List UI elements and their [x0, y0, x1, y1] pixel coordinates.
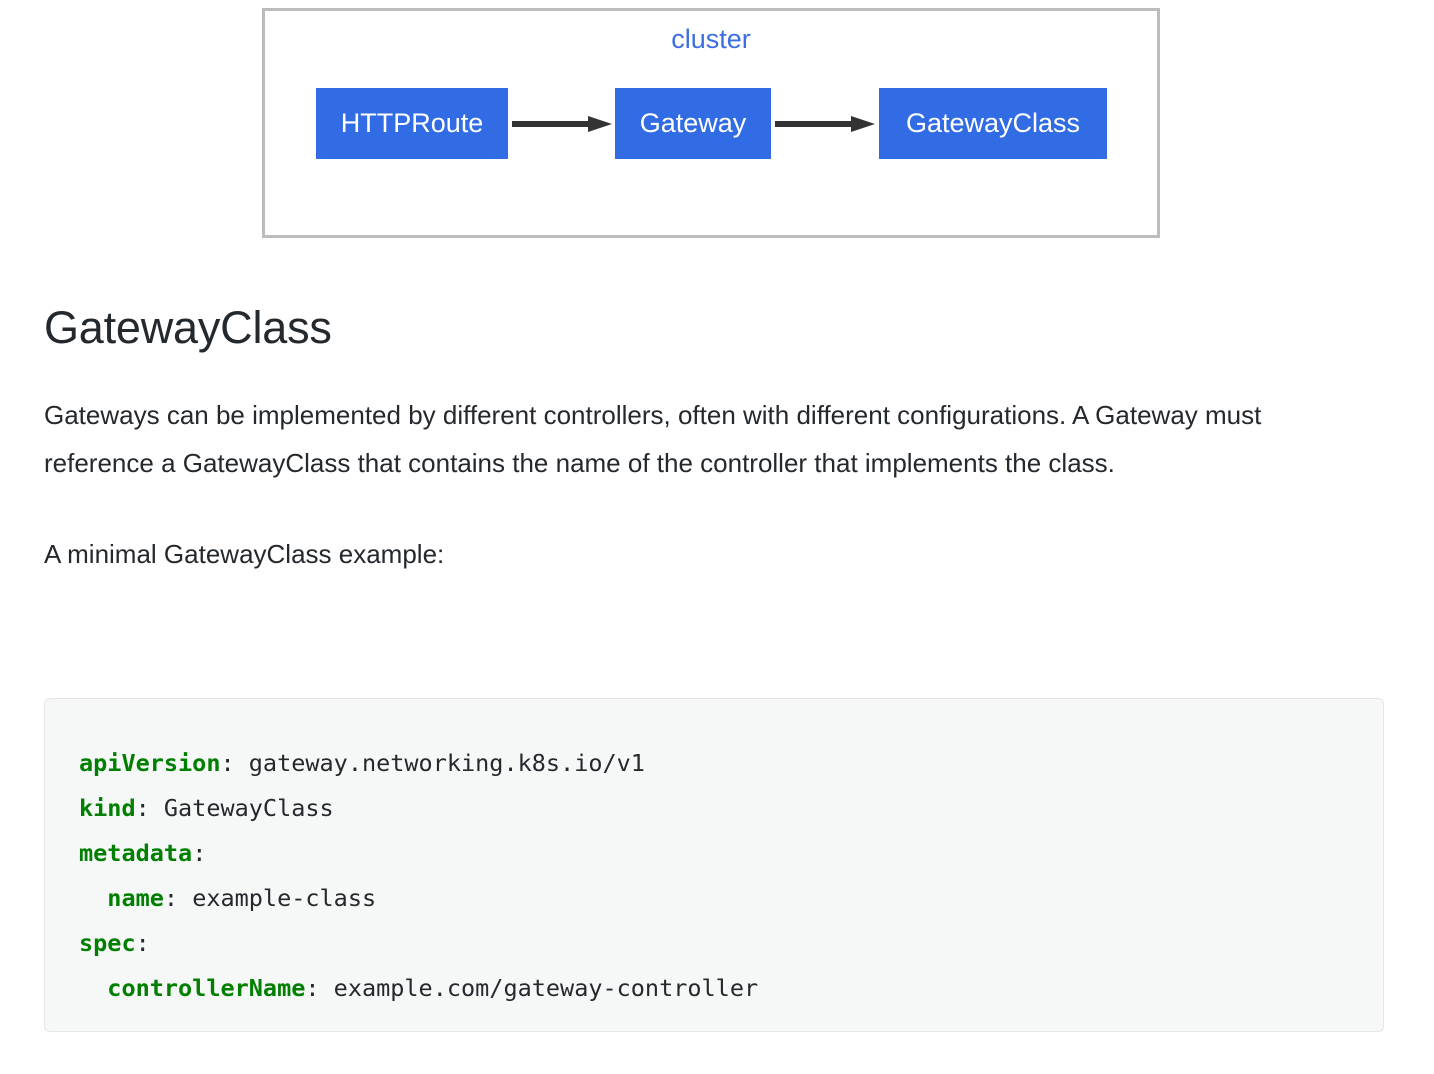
code-value: GatewayClass [163, 794, 334, 822]
node-gateway-label: Gateway [639, 108, 747, 138]
code-separator: : [135, 929, 150, 957]
cluster-label: cluster [671, 24, 751, 54]
code-key: kind [79, 794, 136, 822]
arrow-right-icon [775, 116, 875, 132]
node-httproute-label: HTTPRoute [340, 108, 484, 138]
page-title: GatewayClass [44, 302, 332, 353]
code-line: metadata: [79, 831, 1383, 876]
cluster-diagram: cluster HTTPRoute Gateway GatewayClass [0, 0, 1434, 250]
code-key: metadata [79, 839, 193, 867]
code-separator: : [305, 974, 334, 1002]
paragraph-example-intro: A minimal GatewayClass example: [44, 539, 445, 570]
code-value: gateway.networking.k8s.io/v1 [248, 749, 645, 777]
arrow-right-icon [512, 116, 612, 132]
code-separator: : [220, 749, 249, 777]
paragraph-description: Gateways can be implemented by different… [44, 400, 1262, 478]
code-key: spec [79, 929, 136, 957]
article-body: GatewayClass Gateways can be implemented… [44, 300, 1390, 579]
code-line: name: example-class [79, 876, 1383, 921]
code-line: spec: [79, 921, 1383, 966]
code-value: example-class [192, 884, 377, 912]
code-content[interactable]: apiVersion: gateway.networking.k8s.io/v1… [45, 699, 1383, 1011]
code-separator: : [192, 839, 207, 867]
code-line: controllerName: example.com/gateway-cont… [79, 966, 1383, 1011]
code-value: example.com/gateway-controller [333, 974, 759, 1002]
node-httproute: HTTPRoute [316, 88, 508, 159]
code-separator: : [135, 794, 164, 822]
code-key: name [107, 884, 164, 912]
edge-gateway-to-gatewayclass [775, 116, 875, 132]
code-separator: : [163, 884, 193, 912]
code-key: apiVersion [79, 749, 221, 777]
node-gatewayclass-label: GatewayClass [905, 108, 1081, 138]
node-gatewayclass: GatewayClass [879, 88, 1107, 159]
code-key: controllerName [107, 974, 306, 1002]
code-line: apiVersion: gateway.networking.k8s.io/v1 [79, 741, 1383, 786]
code-line: kind: GatewayClass [79, 786, 1383, 831]
node-gateway: Gateway [615, 88, 771, 159]
code-block: apiVersion: gateway.networking.k8s.io/v1… [44, 698, 1384, 1032]
edge-httproute-to-gateway [512, 116, 612, 132]
